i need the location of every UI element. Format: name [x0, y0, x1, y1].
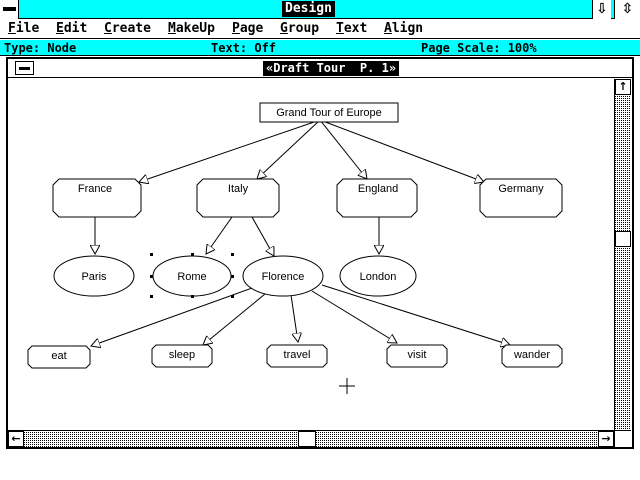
edge-florence-visit[interactable]: [311, 290, 397, 343]
app-title: Design: [282, 1, 335, 17]
arrow-right-icon: →: [601, 432, 611, 445]
maximize-button[interactable]: ⇳: [614, 0, 640, 19]
document-window: «Draft Tour P. 1»: [6, 57, 634, 449]
menu-file[interactable]: File: [8, 21, 40, 36]
status-text-mode: Text: Off: [211, 41, 277, 55]
arrow-left-icon: ←: [11, 432, 21, 445]
node-germany-label: Germany: [498, 183, 544, 195]
edge-florence-travel[interactable]: [290, 294, 298, 342]
horizontal-scrollbar[interactable]: ← →: [8, 430, 614, 447]
diagram: Grand Tour of Europe France Italy Englan…: [27, 102, 563, 394]
node-paris-label: Paris: [81, 271, 107, 283]
menu-align[interactable]: Align: [384, 21, 424, 36]
vertical-scroll-thumb[interactable]: [615, 231, 631, 247]
node-france[interactable]: France: [52, 178, 142, 218]
node-england[interactable]: England: [336, 178, 418, 218]
menu-text[interactable]: Text: [336, 21, 368, 36]
document-menu-icon: [19, 67, 30, 70]
vertical-scrollbar[interactable]: ↑ ↓: [614, 79, 631, 447]
node-rome-label: Rome: [177, 271, 206, 283]
edge-root-italy[interactable]: [257, 119, 321, 179]
status-bar: Type: Node Text: Off Page Scale: 100%: [0, 40, 640, 56]
menu-page[interactable]: Page: [232, 21, 264, 36]
edge-root-germany[interactable]: [319, 119, 484, 182]
node-sleep[interactable]: sleep: [151, 344, 213, 368]
node-wander-label: wander: [513, 349, 550, 361]
selection-handles[interactable]: [150, 253, 234, 298]
arrow-up-icon: ↑: [618, 80, 628, 93]
edge-root-england[interactable]: [319, 119, 367, 179]
node-florence[interactable]: Florence: [242, 255, 324, 297]
system-menu-button[interactable]: [0, 0, 19, 19]
vertical-track-pattern: [615, 95, 631, 431]
document-title-bar: «Draft Tour P. 1»: [8, 59, 632, 78]
edge-italy-rome[interactable]: [206, 216, 233, 254]
title-bar: Design ⇩ ⇳: [0, 0, 640, 19]
status-page-scale: Page Scale: 100%: [421, 41, 537, 55]
node-eat[interactable]: eat: [27, 345, 91, 369]
menu-create[interactable]: Create: [104, 21, 151, 36]
system-menu-icon: [3, 7, 16, 11]
menu-makeup[interactable]: MakeUp: [168, 21, 215, 36]
edge-florence-sleep[interactable]: [203, 293, 266, 345]
minimize-icon: ⇩: [596, 1, 608, 17]
node-germany[interactable]: Germany: [479, 178, 563, 218]
edge-florence-eat[interactable]: [91, 286, 256, 346]
node-paris[interactable]: Paris: [53, 255, 135, 297]
node-wander[interactable]: wander: [501, 344, 563, 368]
node-rome[interactable]: Rome: [150, 253, 234, 298]
node-visit[interactable]: visit: [386, 344, 448, 368]
crosshair-cursor-icon: [339, 378, 355, 394]
menu-edit[interactable]: Edit: [56, 21, 88, 36]
node-travel-label: travel: [284, 349, 311, 361]
edge-root-france[interactable]: [139, 119, 321, 182]
node-florence-label: Florence: [262, 271, 305, 283]
edge-florence-wander[interactable]: [321, 284, 510, 345]
node-london-label: London: [360, 271, 397, 283]
node-travel[interactable]: travel: [266, 344, 328, 368]
document-system-menu-button[interactable]: [15, 61, 34, 75]
scroll-up-button[interactable]: ↑: [615, 79, 631, 95]
node-france-label: France: [78, 183, 112, 195]
node-england-label: England: [358, 183, 398, 195]
menu-bar: File Edit Create MakeUp Page Group Text …: [0, 19, 640, 39]
edge-italy-florence[interactable]: [251, 216, 274, 256]
menu-group[interactable]: Group: [280, 21, 320, 36]
scroll-left-button[interactable]: ←: [8, 431, 24, 447]
node-visit-label: visit: [408, 349, 427, 361]
node-italy-label: Italy: [228, 183, 249, 195]
node-italy[interactable]: Italy: [196, 178, 280, 218]
node-root[interactable]: Grand Tour of Europe: [259, 102, 399, 123]
node-london[interactable]: London: [339, 255, 417, 297]
node-sleep-label: sleep: [169, 349, 195, 361]
node-root-label: Grand Tour of Europe: [276, 107, 382, 119]
connector-lines: [91, 119, 510, 346]
status-type: Type: Node: [4, 41, 77, 55]
size-box[interactable]: [614, 430, 631, 447]
horizontal-scroll-thumb[interactable]: [298, 431, 316, 447]
minimize-button[interactable]: ⇩: [592, 0, 611, 19]
drawing-canvas[interactable]: Grand Tour of Europe France Italy Englan…: [10, 79, 614, 430]
node-eat-label: eat: [51, 350, 66, 362]
document-title: «Draft Tour P. 1»: [263, 61, 400, 76]
maximize-icon: ⇳: [621, 1, 634, 17]
scroll-right-button[interactable]: →: [598, 431, 614, 447]
